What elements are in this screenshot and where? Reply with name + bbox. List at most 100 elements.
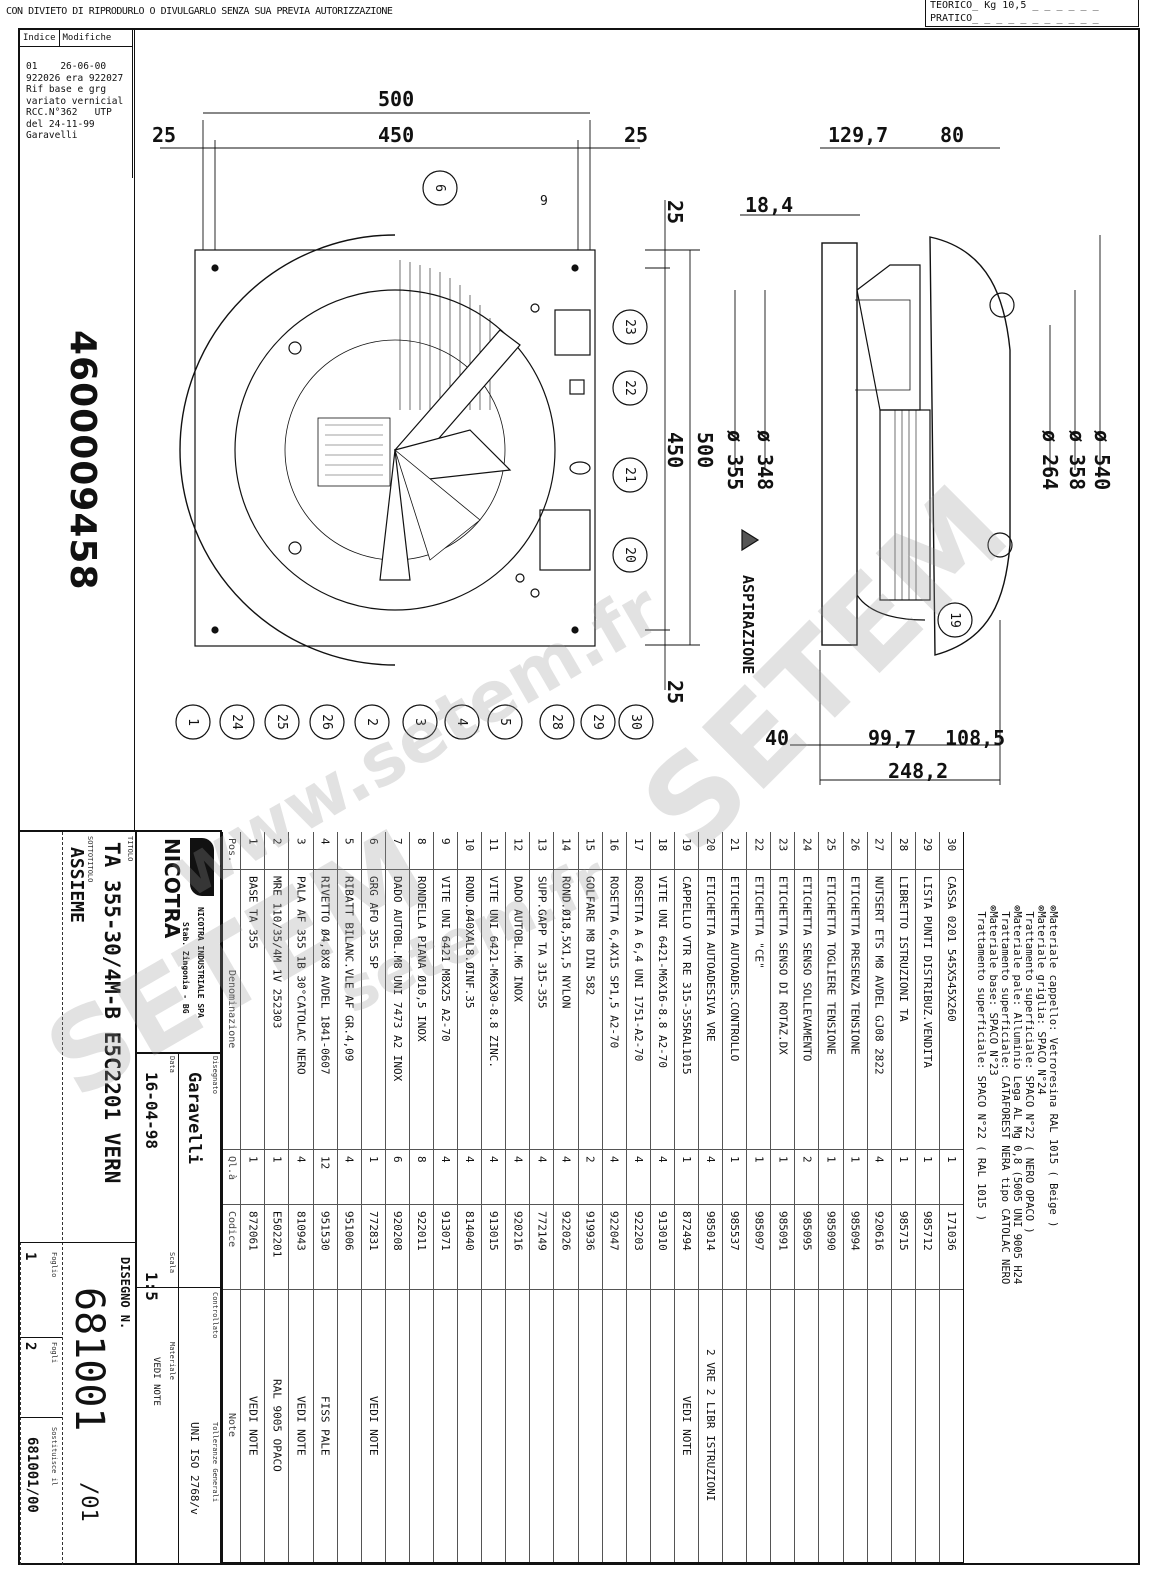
bom-code: 913015 <box>482 1205 506 1290</box>
bom-header-note: Note <box>226 1413 238 1438</box>
balloon-circle <box>264 704 300 740</box>
dim-80: 80 <box>940 123 964 147</box>
bom-header-name: Denominazione <box>223 870 241 1150</box>
balloon-circle <box>612 370 648 406</box>
dim-108-5: 108,5 <box>945 726 1005 750</box>
bom-note: VEDI NOTE <box>294 1395 308 1456</box>
bom-name: CASSA 0201 545X545X260 <box>939 870 964 1150</box>
date-label: Data <box>168 1056 176 1073</box>
bom-header-qty: Ql.à <box>223 1150 241 1205</box>
bom-code: 913071 <box>433 1205 458 1290</box>
dim-129-7: 129,7 <box>828 123 888 147</box>
bom-note <box>651 1290 674 1561</box>
bom-code: 171036 <box>939 1205 964 1290</box>
bom-qty: 1 <box>265 1150 289 1205</box>
drawing-revision: /01 <box>76 1482 101 1522</box>
left-strip <box>18 28 135 830</box>
balloon-circle <box>219 704 255 740</box>
sheet-label: Foglio <box>50 1252 58 1278</box>
bom-name: DADO AUTOBL.M8 UNI 7473 A2 INOX <box>385 870 409 1150</box>
bom-note: VEDI NOTE <box>679 1395 693 1456</box>
detail-label: 9 <box>540 194 548 209</box>
drawing-title: TA 355-30/4M-B E5C2201 VERN <box>100 842 124 1184</box>
bom-name: BASE TA 355 <box>241 870 265 1150</box>
bom-pos: 16 <box>602 832 626 870</box>
balloon-label: 19 <box>947 612 962 628</box>
drawn-by: Garavelli <box>184 1072 204 1165</box>
bom-note <box>530 1290 553 1561</box>
dim-450: 450 <box>378 123 414 147</box>
bom-code: 810943 <box>289 1205 313 1290</box>
bom-qty: 4 <box>506 1150 530 1205</box>
dim-d358: ø 358 <box>1065 430 1089 490</box>
dim-18-4: 18,4 <box>745 193 793 217</box>
bom-qty: 4 <box>650 1150 674 1205</box>
bom-note <box>771 1290 794 1561</box>
company-plant: Stab. Zingonia - BG <box>181 922 190 1014</box>
checked-label: Controllato <box>211 1292 219 1339</box>
balloon-circle <box>309 704 345 740</box>
balloon-label: 21 <box>622 467 637 483</box>
bom-qty: 1 <box>891 1150 915 1205</box>
copyright-notice: CON DIVIETO DI RIPRODURLO O DIVULGARLO S… <box>6 6 393 17</box>
bom-code: E502201 <box>265 1205 289 1290</box>
bom-pos: 1 <box>241 832 265 870</box>
bom-code: 922011 <box>409 1205 433 1290</box>
bom-name: ROND.Ø18,5X1,5 NYLON <box>554 870 578 1150</box>
balloon-label: 1 <box>185 718 200 726</box>
bom-name: LIBRETTO ISTRUZIONI TA <box>891 870 915 1150</box>
bom-note: VEDI NOTE <box>366 1395 380 1456</box>
bom-pos: 26 <box>843 832 867 870</box>
title-label: TITOLO <box>126 836 134 862</box>
dim-40: 40 <box>765 726 789 750</box>
dim-450-vertical: 450 <box>663 432 687 468</box>
balloon-circle <box>612 309 648 345</box>
bom-name: RONDELLA PIANA Ø10,5 INOX <box>409 870 433 1150</box>
bom-qty: 4 <box>458 1150 482 1205</box>
bom-qty: 1 <box>723 1150 747 1205</box>
balloon-label: 6 <box>432 184 447 192</box>
bom-code: 919936 <box>578 1205 602 1290</box>
sheet-count: 2 <box>22 1342 38 1351</box>
bom-code: 951530 <box>313 1205 337 1290</box>
bom-qty: 8 <box>409 1150 433 1205</box>
bom-name: SUPP.GAPP TA 315-355 <box>530 870 554 1150</box>
bom-code: 920216 <box>506 1205 530 1290</box>
bom-qty: 4 <box>337 1150 361 1205</box>
material-notes: ⊗Materiale base: SPACO N°23 Trattamento … <box>975 905 1059 1284</box>
company-logo: NICOTRA <box>160 838 184 939</box>
dim-500: 500 <box>378 87 414 111</box>
bom-name: GRG AFO 355 SP <box>361 870 385 1150</box>
bom-qty: 12 <box>313 1150 337 1205</box>
bom-code: 985014 <box>699 1205 723 1290</box>
bom-pos: 19 <box>674 832 699 870</box>
dim-d348: ø 348 <box>753 430 777 490</box>
bom-header-pos: Pos. <box>223 832 241 870</box>
bom-name: MRE 110/35/4M 1V 252303 <box>265 870 289 1150</box>
bom-note <box>844 1290 867 1561</box>
balloon-circle <box>612 457 648 493</box>
bom-pos: 28 <box>891 832 915 870</box>
balloon-circle <box>937 602 973 638</box>
bom-note: VEDI NOTE <box>246 1395 260 1456</box>
tolerance-value: UNI ISO 2768/v <box>188 1422 201 1515</box>
bom-pos: 14 <box>554 832 578 870</box>
flow-label: ASPIRAZIONE <box>739 575 757 674</box>
balloon-label: 28 <box>549 714 564 730</box>
dim-25-top: 25 <box>663 200 687 224</box>
bom-code: 951006 <box>337 1205 361 1290</box>
bom-code: 920616 <box>867 1205 891 1290</box>
tolerance-label: Tolleranze Generali <box>211 1422 219 1503</box>
weight-practical-label: PRATICO <box>930 13 973 24</box>
bom-pos: 4 <box>313 832 337 870</box>
bom-name: LISTA PUNTI DISTRIBUZ.VENDITA <box>915 870 939 1150</box>
balloon-circle <box>444 704 480 740</box>
